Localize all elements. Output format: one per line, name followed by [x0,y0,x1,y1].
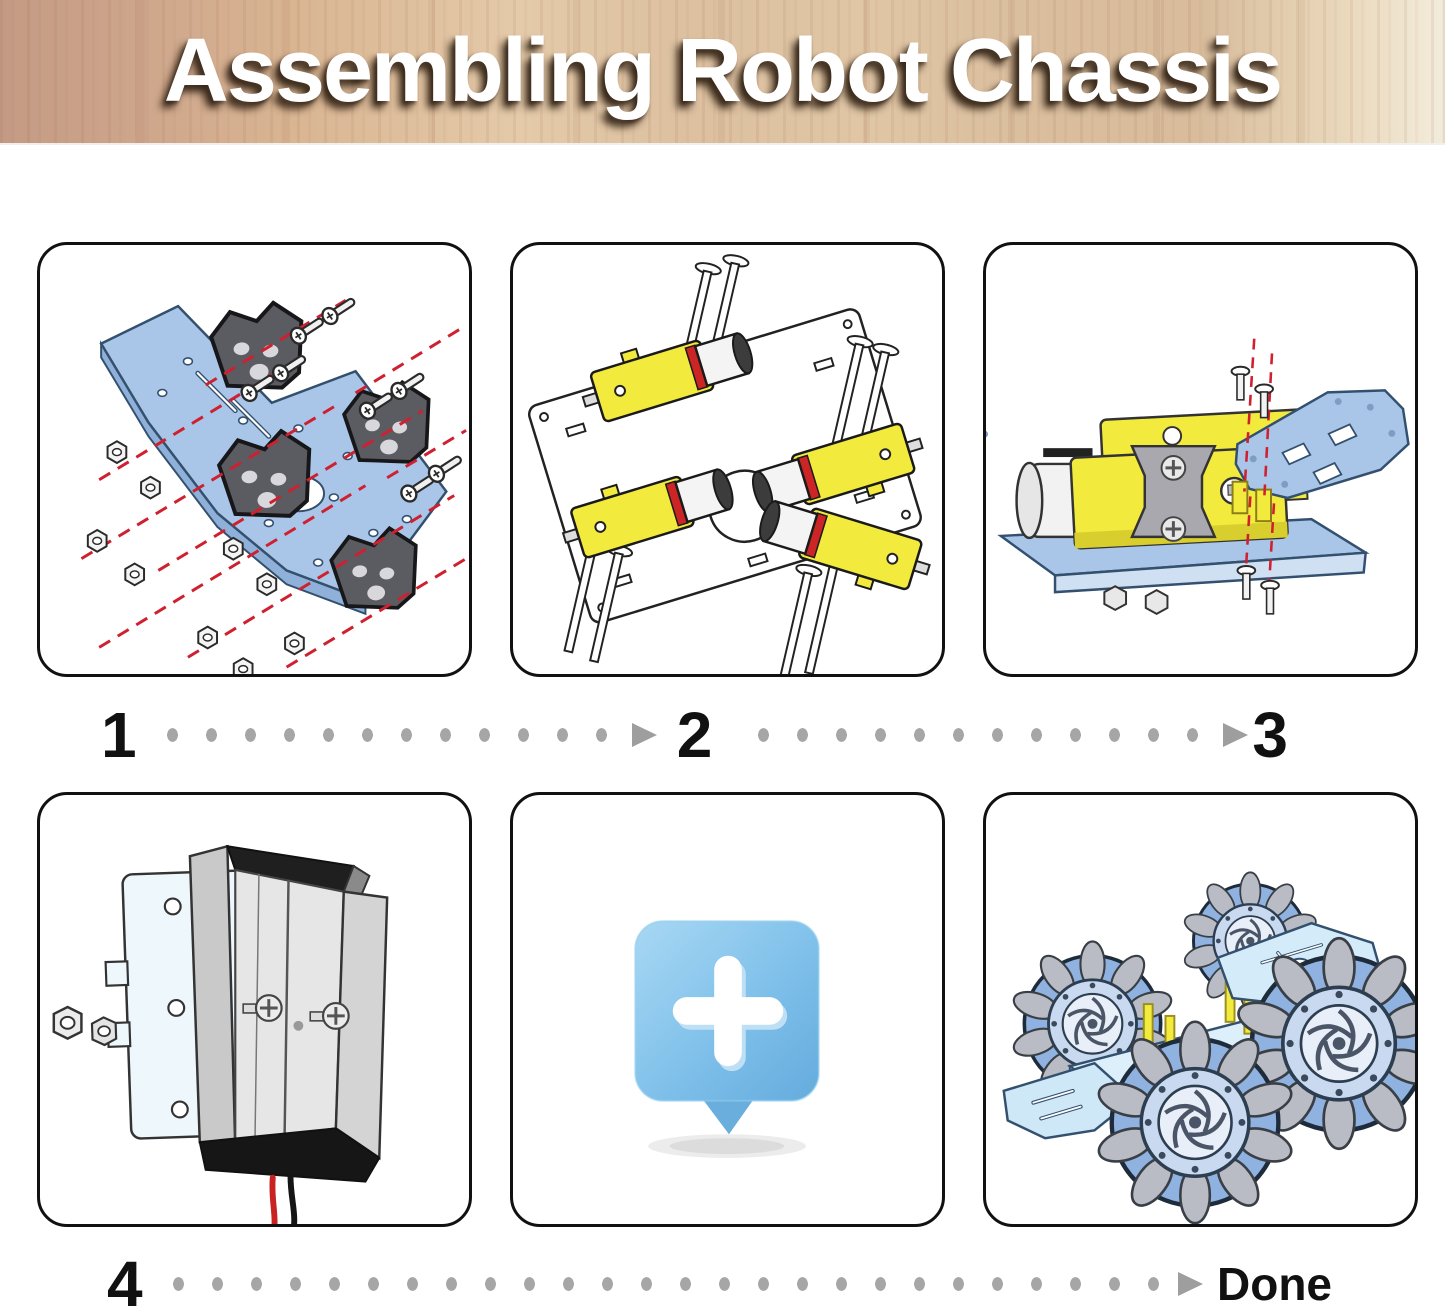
motor-bracket [1130,444,1217,542]
dotted-line [154,1276,1160,1292]
panel-step-plus [510,792,945,1227]
screw [1230,365,1251,401]
battery-wires [269,1172,298,1224]
panel-grid-row-1 [0,242,1445,677]
step-number-2: 2 [676,698,713,771]
chassis-plate-exploded-diagram [80,292,467,674]
plus-bubble-graphic [634,920,820,1158]
plus-icon [672,955,788,1072]
motors-mounted-on-chassis-diagram [527,252,937,674]
bubble-shadow [669,1138,785,1154]
progress-row-top: 1 2 3 [0,677,1445,792]
progress-row-bottom: 4 Done [0,1227,1445,1315]
panel-step-3 [983,242,1418,677]
done-label: Done [1217,1258,1332,1310]
side-plate [986,389,1410,500]
phillips-screw [1160,516,1187,542]
phillips-screw [242,994,283,1022]
phillips-screw [309,1002,350,1030]
step-number-1: 1 [101,698,137,771]
panel-step-1 [37,242,472,677]
page-title: Assembling Robot Chassis [163,21,1283,121]
wood-banner: Assembling Robot Chassis [0,0,1445,145]
phillips-screw [1160,455,1187,481]
panel-step-2 [510,242,945,677]
assembled-mecanum-wheel-chassis-diagram [1002,870,1415,1224]
battery-holder [188,844,389,1183]
arrow-right-icon [631,722,657,747]
screw [1236,565,1257,601]
hex-nut [52,1005,83,1040]
dotted-line [740,726,1206,743]
battery-holder-mounting-diagram [52,844,389,1224]
arrow-right-icon [1178,1272,1203,1296]
panel-step-done [983,792,1418,1227]
screw [1260,579,1280,615]
hex-nut [90,1016,118,1047]
panel-grid-row-2 [0,792,1445,1227]
step-number-3: 3 [1252,698,1288,771]
panel-step-4 [37,792,472,1227]
arrow-right-icon [1223,722,1249,747]
motor-and-side-plate-assembly-diagram [986,338,1410,615]
step-number-4: 4 [107,1248,143,1315]
base-plate-edge [1053,551,1368,594]
dotted-line [148,726,614,743]
